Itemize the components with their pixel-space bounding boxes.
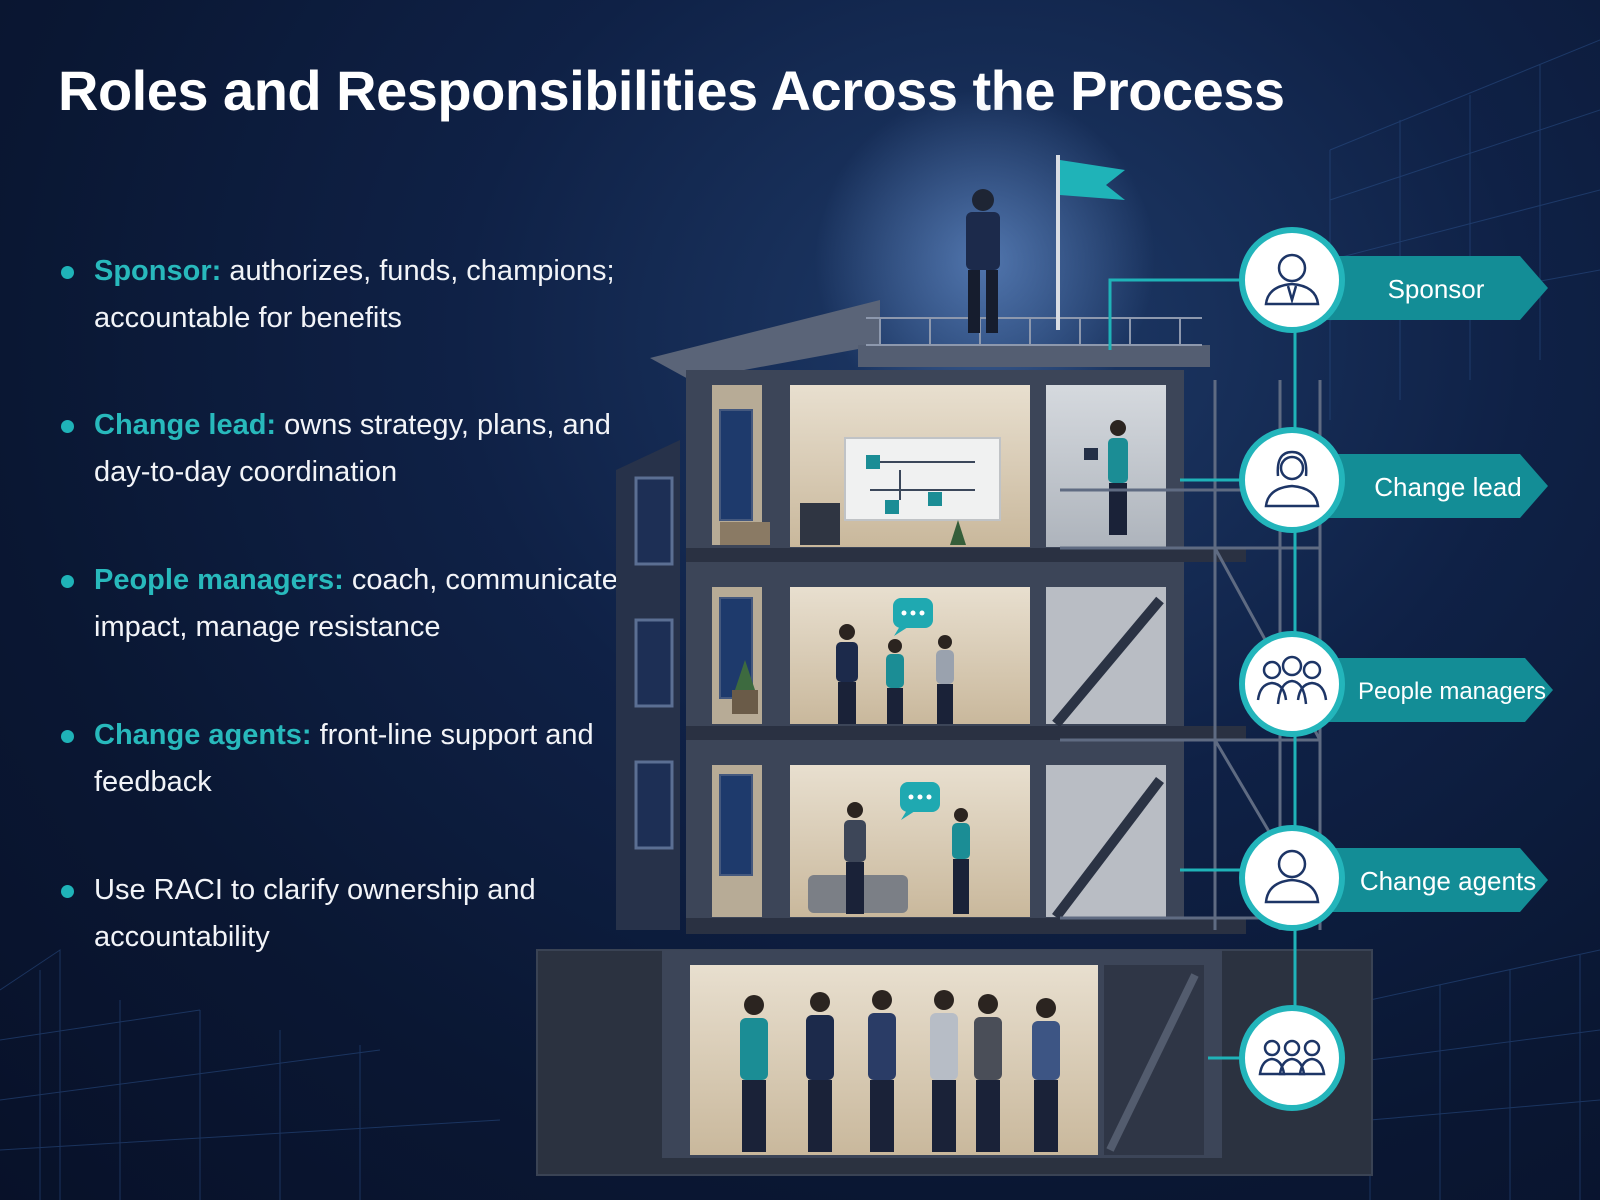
change-agents-figures: [844, 802, 970, 914]
basement-room: [662, 950, 1222, 1158]
single-person-icon: [1264, 849, 1320, 904]
role-label: Change agents: [1360, 866, 1536, 896]
bullet-description: Use RACI to clarify ownership and accoun…: [94, 874, 536, 953]
person-with-tie-icon: [1264, 253, 1320, 306]
bullet-dot: [61, 575, 74, 588]
bullet-description: owns strategy, plans, and day-to-day coo…: [94, 409, 611, 488]
chat-bubble-icon: [900, 782, 940, 820]
role-label: People managers: [1358, 678, 1546, 705]
role-label: Change lead: [1374, 472, 1521, 502]
floor-1: [712, 765, 1166, 921]
bullet-term: Change agents:: [94, 719, 312, 751]
chat-bubble-icon: [893, 598, 933, 636]
bullet-description: coach, communicate impact, manage resist…: [94, 564, 618, 643]
role-ribbon: [1300, 256, 1548, 320]
bullet-term: People managers:: [94, 564, 344, 596]
left-annex: [616, 440, 680, 930]
role-marker-change-agents: Change agents: [1239, 825, 1548, 931]
group-people-icon: [1258, 1039, 1326, 1076]
people-managers-figures: [836, 624, 954, 724]
page-title: Roles and Responsibilities Across the Pr…: [58, 59, 1285, 122]
flag-icon: [1056, 155, 1125, 330]
bullet-dot: [61, 730, 74, 743]
bullet-dot: [61, 420, 74, 433]
role-ribbon: [1300, 658, 1553, 722]
role-marker-people-managers: People managers: [1239, 631, 1553, 737]
floor-2: [712, 587, 1166, 728]
role-ribbon: [1300, 454, 1548, 518]
bullet-term: Sponsor:: [94, 255, 222, 287]
role-marker-sponsor: Sponsor: [1239, 227, 1548, 333]
bullet-dot: [61, 266, 74, 279]
change-lead-figure: [1084, 420, 1128, 535]
role-marker-change-lead: Change lead: [1239, 427, 1548, 533]
bullet-description: front-line support and feedback: [94, 719, 594, 798]
planning-whiteboard: [844, 437, 1001, 521]
role-marker-group: [1239, 1005, 1345, 1111]
person-long-hair-icon: [1264, 450, 1320, 508]
role-label: Sponsor: [1388, 274, 1485, 304]
bullet-dot: [61, 885, 74, 898]
floor-3: [712, 385, 1166, 547]
bullet-description: authorizes, funds, champions; accountabl…: [94, 255, 615, 334]
three-people-icon: [1256, 655, 1328, 705]
role-ribbon: [1300, 848, 1548, 912]
sponsor-figure: [966, 189, 1000, 333]
bullet-term: Change lead:: [94, 409, 277, 441]
